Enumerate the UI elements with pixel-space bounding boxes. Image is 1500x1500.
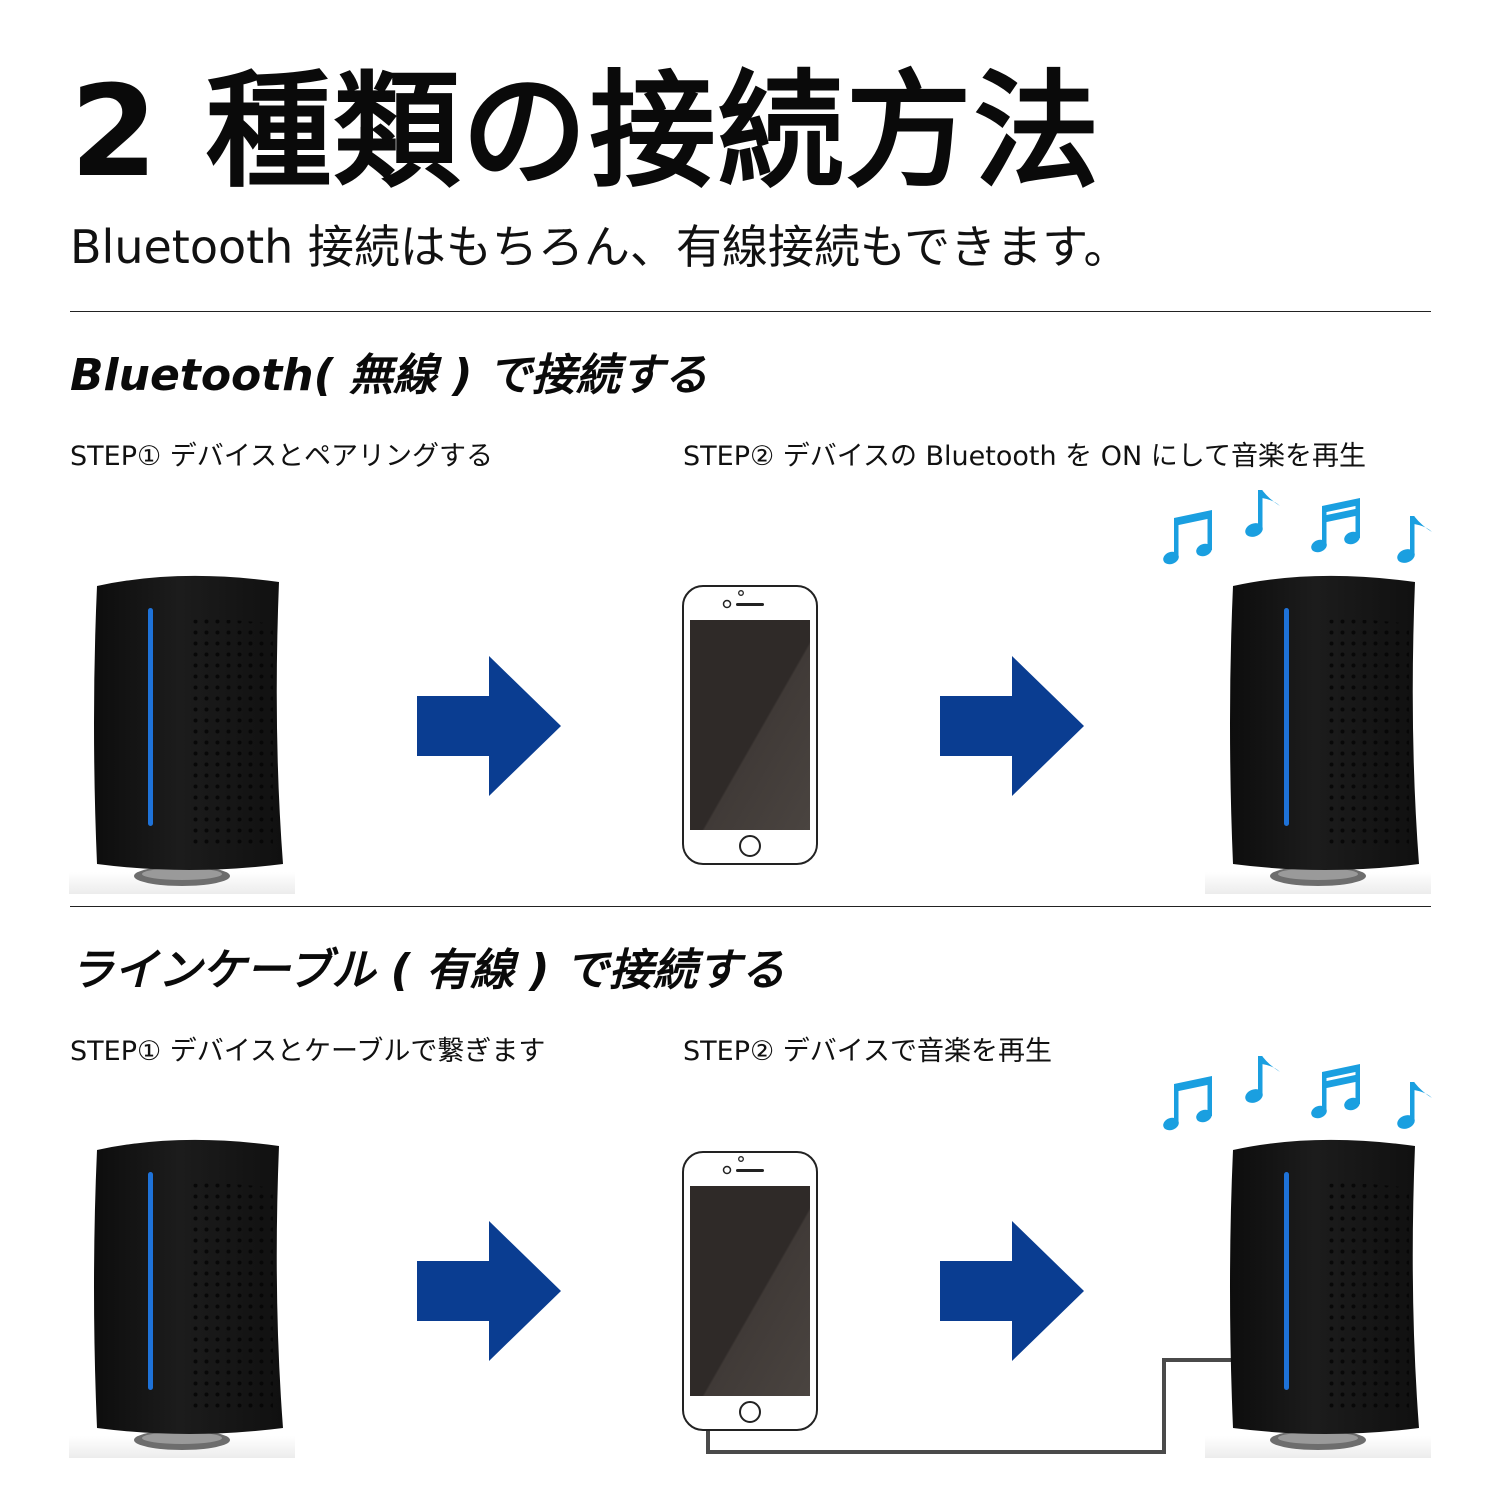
speaker-icon: [69, 575, 295, 894]
section-title-cable: ラインケーブル ( 有線 ) で接続する: [70, 945, 785, 996]
arrow-right-icon: [940, 1221, 1084, 1361]
music-note-icon: [1161, 1076, 1214, 1133]
bluetooth-step1-label: STEP① デバイスとペアリングする: [70, 441, 493, 472]
music-note-icon: [1395, 516, 1432, 566]
smartphone-icon: [682, 1151, 818, 1431]
speaker-icon: [1205, 1139, 1431, 1458]
bluetooth-diagram: [69, 490, 1432, 894]
music-note-icon: [1309, 1064, 1362, 1121]
music-note-icon: [1309, 498, 1362, 555]
speaker-icon: [1205, 575, 1431, 894]
divider-middle: [70, 906, 1431, 907]
speaker-icon: [69, 1139, 295, 1458]
music-note-icon: [1243, 490, 1280, 540]
arrow-right-icon: [940, 656, 1084, 796]
music-note-icon: [1161, 510, 1214, 567]
music-note-icon: [1395, 1082, 1432, 1132]
arrow-right-icon: [417, 1221, 561, 1361]
cable-step2-label: STEP② デバイスで音楽を再生: [683, 1036, 1052, 1067]
page-title: 2 種類の接続方法: [70, 58, 1102, 205]
music-note-icon: [1243, 1056, 1280, 1106]
page-subtitle: Bluetooth 接続はもちろん、有線接続もできます。: [70, 220, 1130, 274]
bluetooth-step2-label: STEP② デバイスの Bluetooth を ON にして音楽を再生: [683, 441, 1366, 472]
divider-top: [70, 311, 1431, 312]
arrow-right-icon: [417, 656, 561, 796]
cable-icon: [706, 1358, 1232, 1454]
smartphone-icon: [682, 585, 818, 865]
cable-diagram: [69, 1056, 1432, 1458]
cable-step1-label: STEP① デバイスとケーブルで繋ぎます: [70, 1036, 546, 1067]
section-title-bluetooth: Bluetooth( 無線 ) で接続する: [70, 350, 708, 401]
